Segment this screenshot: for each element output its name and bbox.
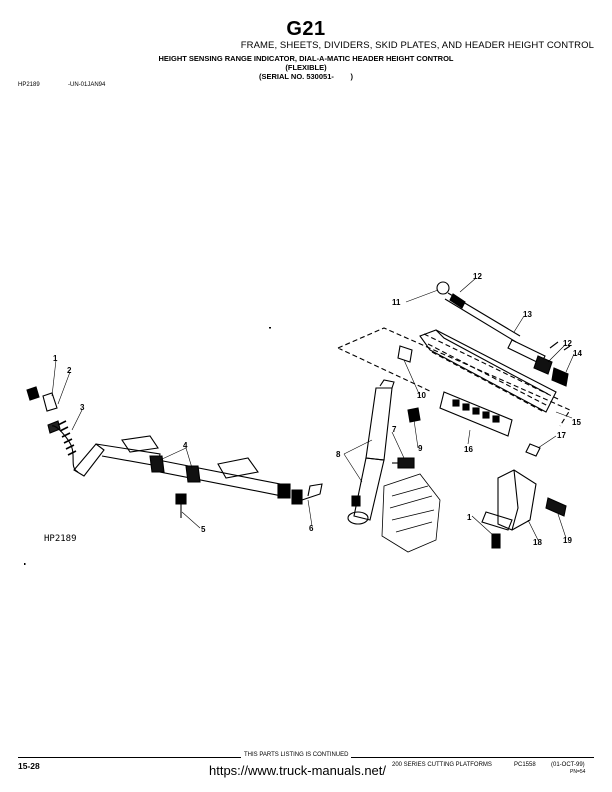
callout-7: 7 [392, 425, 397, 434]
title-line-1: HEIGHT SENSING RANGE INDICATOR, DIAL-A-M… [158, 54, 454, 63]
figure-ref-date: -UN-01JAN94 [68, 82, 106, 88]
diagram-label: HP2189 [44, 534, 77, 544]
leader-lines [51, 277, 575, 541]
background-casting [381, 473, 441, 553]
title-block: HEIGHT SENSING RANGE INDICATOR, DIAL-A-M… [0, 54, 612, 81]
callout-18: 18 [533, 538, 542, 547]
callout-4: 4 [183, 441, 188, 450]
fasteners [26, 345, 541, 469]
linkage-assembly [42, 392, 291, 518]
page-number: 15-28 [18, 761, 40, 771]
indicator-rod [436, 281, 571, 387]
callout-2: 2 [67, 366, 72, 375]
guide-channel [337, 327, 571, 427]
footer-continued: THIS PARTS LISTING IS CONTINUED [241, 752, 352, 758]
bent-rod [291, 483, 323, 505]
section-code: G21 [286, 18, 326, 40]
callout-10: 10 [417, 391, 426, 400]
callout-3: 3 [80, 403, 85, 412]
callout-17: 17 [557, 431, 566, 440]
callout-14: 14 [573, 349, 582, 358]
section-title: FRAME, SHEETS, DIVIDERS, SKID PLATES, AN… [240, 40, 594, 51]
title-line-3: (SERIAL NO. 530051- ) [258, 72, 354, 81]
guide-rail [419, 329, 557, 413]
footer-pn: PN=54 [570, 769, 586, 775]
watermark-url[interactable]: https://www.truck-manuals.net/ [209, 763, 387, 778]
callout-1: 1 [53, 354, 58, 363]
callout-6: 6 [309, 524, 314, 533]
callout-12: 12 [473, 272, 482, 281]
callout-15: 15 [572, 418, 581, 427]
callout-12b: 12 [563, 339, 572, 348]
footer-date: (01-OCT-99) [551, 762, 585, 768]
callout-5: 5 [201, 525, 206, 534]
figure-ref-code: HP2189 [18, 82, 40, 88]
footer-publication: PC1558 [514, 762, 536, 768]
callout-9: 9 [418, 444, 423, 453]
range-decal [439, 391, 513, 437]
mounting-bracket [481, 469, 567, 549]
telescoping-bar [347, 379, 395, 525]
footer-series: 200 SERIES CUTTING PLATFORMS [392, 762, 492, 768]
callout-11: 11 [392, 298, 401, 307]
callout-16: 16 [464, 445, 473, 454]
speck-mark [269, 327, 271, 329]
title-line-2: (FLEXIBLE) [285, 63, 327, 72]
callouts: 1 2 3 4 5 6 7 8 9 10 11 12 13 12 14 15 1… [53, 272, 582, 547]
callout-13: 13 [523, 310, 532, 319]
speck-mark [24, 563, 26, 565]
callout-1b: 1 [467, 513, 472, 522]
callout-8: 8 [336, 450, 341, 459]
callout-19: 19 [563, 536, 572, 545]
